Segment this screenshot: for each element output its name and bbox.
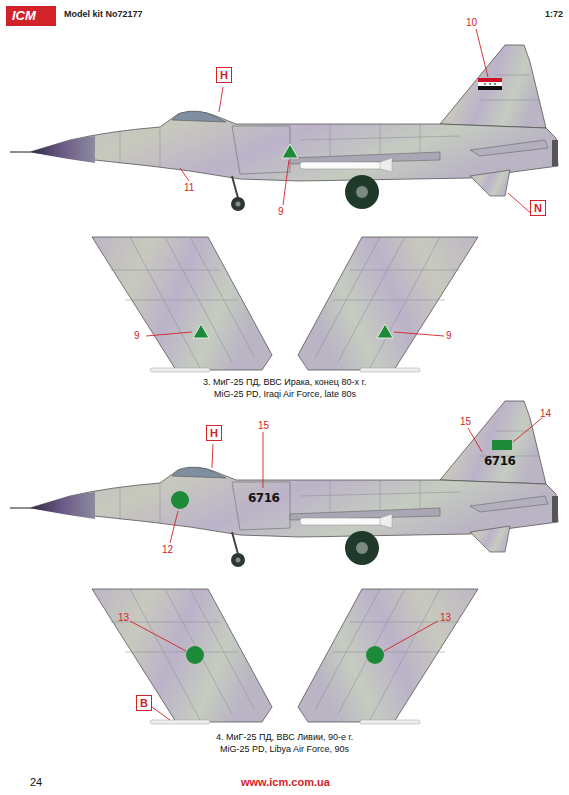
- serial-number: 6716: [248, 492, 279, 505]
- callout-box: H: [206, 425, 222, 441]
- callout-number: 10: [466, 17, 477, 28]
- caption: 3. МиГ-25 ПД, ВВС Ирака, конец 80-х г.: [203, 378, 366, 388]
- aircraft-profile: [10, 401, 558, 567]
- callout-number: 14: [540, 408, 551, 419]
- serial-number: 6716: [484, 455, 515, 468]
- wing-planform: [92, 589, 272, 724]
- caption: 4. МиГ-25 ПД, ВВС Ливии, 90-е г.: [216, 733, 353, 743]
- callout-number: 9: [278, 206, 284, 217]
- page-number: 24: [30, 776, 42, 788]
- callout-box: N: [530, 200, 546, 216]
- fin-flag: [478, 78, 502, 90]
- header-text: Model kit No72177: [64, 10, 143, 20]
- fin-flag: [492, 440, 512, 450]
- aircraft-profile: [10, 45, 558, 211]
- callout-letter: B: [140, 696, 148, 710]
- callout-letter: H: [210, 426, 218, 440]
- roundel: [171, 491, 189, 509]
- callout-number: 13: [118, 612, 129, 623]
- callout-box: H: [216, 67, 232, 83]
- callout-number: 12: [162, 544, 173, 555]
- scale-text: 1:72: [545, 10, 563, 20]
- caption: MiG-25 PD, Iraqi Air Force, late 80s: [214, 390, 356, 400]
- callout-letter: N: [534, 201, 542, 215]
- callout-number: 13: [440, 612, 451, 623]
- wing-planform: [298, 589, 478, 724]
- leader-lines: [130, 29, 542, 720]
- website: www.icm.com.ua: [241, 776, 330, 788]
- callout-letter: H: [220, 68, 228, 82]
- logo-box: [6, 6, 56, 26]
- wing-planform: [298, 237, 478, 372]
- callout-number: 11: [184, 182, 194, 193]
- roundel: [282, 144, 298, 158]
- callout-number: 9: [134, 330, 140, 341]
- caption: MiG-25 PD, Libya Air Force, 90s: [220, 745, 349, 755]
- wing-planform: [92, 237, 272, 372]
- logo-text: ICM: [12, 9, 36, 23]
- callout-number: 9: [446, 330, 452, 341]
- callout-number: 15: [258, 420, 269, 431]
- callout-box: B: [136, 695, 152, 711]
- callout-number: 15: [460, 416, 471, 427]
